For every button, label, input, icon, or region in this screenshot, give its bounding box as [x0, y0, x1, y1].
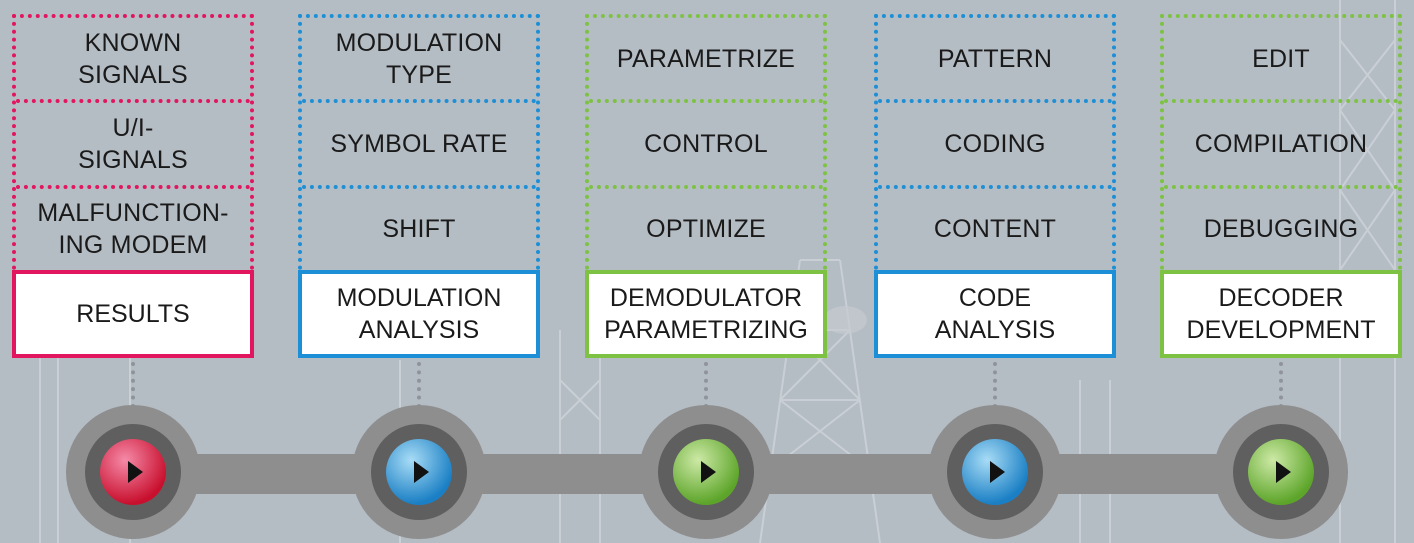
result-box-demodulator-parametrizing[interactable]: DEMODULATOR PARAMETRIZING — [585, 270, 827, 358]
stage-steps: PARAMETRIZE CONTROL OPTIMIZE — [585, 14, 827, 270]
result-box-code-analysis[interactable]: CODE ANALYSIS — [874, 270, 1116, 358]
timeline-node — [1214, 405, 1348, 539]
stage-steps: PATTERN CODING CONTENT — [874, 14, 1116, 270]
connector-line — [1279, 362, 1283, 408]
result-box-modulation-analysis[interactable]: MODULATION ANALYSIS — [298, 270, 540, 358]
play-icon — [128, 461, 143, 483]
stage-code-analysis: PATTERN CODING CONTENT CODE ANALYSIS — [874, 14, 1116, 358]
step-parametrize: PARAMETRIZE — [616, 44, 796, 73]
stage-steps: EDIT COMPILATION DEBUGGING — [1160, 14, 1402, 270]
step-symbol-rate: SYMBOL RATE — [302, 99, 536, 184]
stage-results: KNOWN SIGNALS U/I- SIGNALS MALFUNCTION- … — [12, 14, 254, 358]
step-modulation-type: MODULATION TYPE — [335, 28, 503, 89]
step-debugging: DEBUGGING — [1164, 184, 1398, 270]
step-malfunctioning-modem: MALFUNCTION- ING MODEM — [16, 184, 250, 270]
step-content: CONTENT — [878, 184, 1112, 270]
stage-steps: KNOWN SIGNALS U/I- SIGNALS MALFUNCTION- … — [12, 14, 254, 270]
play-icon — [1276, 461, 1291, 483]
stage-steps: MODULATION TYPE SYMBOL RATE SHIFT — [298, 14, 540, 270]
stage-decoder-development: EDIT COMPILATION DEBUGGING DECODER DEVEL… — [1160, 14, 1402, 358]
timeline-node — [639, 405, 773, 539]
result-box-results[interactable]: RESULTS — [12, 270, 254, 358]
step-known-signals: KNOWN SIGNALS — [78, 28, 188, 89]
step-coding: CODING — [878, 99, 1112, 184]
play-button-code-analysis[interactable] — [962, 439, 1028, 505]
play-button-decoder-development[interactable] — [1248, 439, 1314, 505]
play-icon — [701, 461, 716, 483]
timeline-node — [928, 405, 1062, 539]
step-pattern: PATTERN — [937, 44, 1053, 73]
play-icon — [414, 461, 429, 483]
play-icon — [990, 461, 1005, 483]
play-button-modulation-analysis[interactable] — [386, 439, 452, 505]
stage-modulation-analysis: MODULATION TYPE SYMBOL RATE SHIFT MODULA… — [298, 14, 540, 358]
result-box-decoder-development[interactable]: DECODER DEVELOPMENT — [1160, 270, 1402, 358]
play-button-demodulator-parametrizing[interactable] — [673, 439, 739, 505]
connector-line — [993, 362, 997, 408]
connector-line — [131, 362, 135, 408]
stage-demodulator-parametrizing: PARAMETRIZE CONTROL OPTIMIZE DEMODULATOR… — [585, 14, 827, 358]
step-control: CONTROL — [589, 99, 823, 184]
step-edit: EDIT — [1252, 44, 1310, 73]
step-ui-signals: U/I- SIGNALS — [16, 99, 250, 184]
connector-line — [704, 362, 708, 408]
timeline-node — [66, 405, 200, 539]
timeline-node — [352, 405, 486, 539]
connector-line — [417, 362, 421, 408]
step-compilation: COMPILATION — [1164, 99, 1398, 184]
step-shift: SHIFT — [302, 184, 536, 270]
step-optimize: OPTIMIZE — [589, 184, 823, 270]
play-button-results[interactable] — [100, 439, 166, 505]
